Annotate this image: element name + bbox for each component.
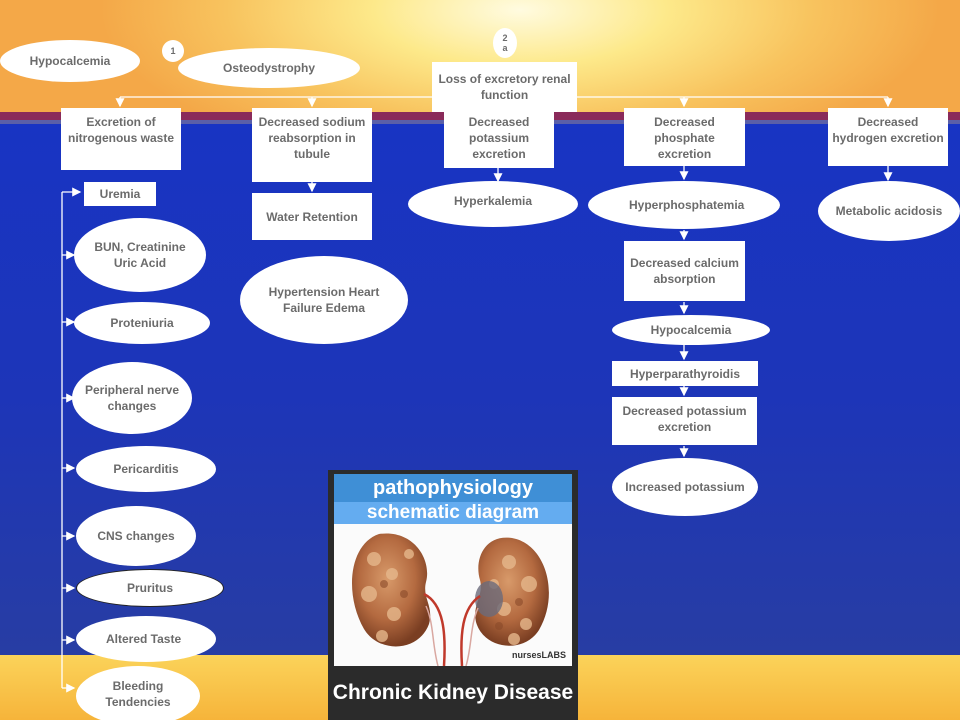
hyperphosphatemia-label: Hyperphosphatemia xyxy=(629,198,745,212)
column-hydrogen-excretion-label: Decreased hydrogen excretion xyxy=(832,115,944,145)
header-hypocalcemia: Hypocalcemia xyxy=(0,40,140,82)
uremia-item-pruritus-label: Pruritus xyxy=(126,581,173,595)
column-sodium-reabsorption-label: Decreased sodium reabsorption in tubule xyxy=(258,115,366,161)
step-badge-two-sub: a xyxy=(502,43,508,53)
hyperphosphatemia-oval: Hyperphosphatemia xyxy=(588,181,780,229)
ckd-poster: pathophysiology schematic diagram xyxy=(328,470,578,720)
hypertension-oval: Hypertension Heart Failure Edema xyxy=(240,256,408,344)
column-nitrogenous-waste-label: Excretion of nitrogenous waste xyxy=(67,115,174,145)
uremia-item-pericarditis-label: Pericarditis xyxy=(113,462,179,476)
column-sodium-reabsorption: Decreased sodium reabsorption in tubule xyxy=(252,108,372,182)
uremia-item-altered-taste: Altered Taste xyxy=(76,616,216,662)
hypertension-label: Hypertension Heart Failure Edema xyxy=(268,285,380,315)
column-hydrogen-excretion: Decreased hydrogen excretion xyxy=(828,108,948,166)
uremia-item-cns-label: CNS changes xyxy=(97,529,175,543)
poster-title-line-1: pathophysiology xyxy=(334,474,572,502)
hypocalcemia-oval: Hypocalcemia xyxy=(612,315,770,345)
uremia-item-proteinuria: Proteniuria xyxy=(74,302,210,344)
step-badge-one: 1 xyxy=(162,40,184,62)
header-osteodystrophy-label: Osteodystrophy xyxy=(222,61,315,75)
metabolic-acidosis-oval: Metabolic acidosis xyxy=(818,181,960,241)
increased-potassium-oval: Increased potassium xyxy=(612,458,758,516)
poster-brand: nursesLABS xyxy=(511,650,566,660)
step-badge-two: 2 a xyxy=(493,28,517,58)
metabolic-acidosis-label: Metabolic acidosis xyxy=(835,204,943,218)
step-badge-one-label: 1 xyxy=(170,46,176,56)
uremia-item-bun: BUN, Creatinine Uric Acid xyxy=(74,218,206,292)
uremia-item-cns: CNS changes xyxy=(76,506,196,566)
uremia-item-bun-label: BUN, Creatinine Uric Acid xyxy=(94,240,186,270)
column-phosphate-excretion: Decreased phosphate excretion xyxy=(624,108,745,166)
header-osteodystrophy: Osteodystrophy xyxy=(178,48,360,88)
uremia-item-altered-taste-label: Altered Taste xyxy=(106,632,182,646)
uremia-label: Uremia xyxy=(99,187,141,201)
hyperparathyroidis-box: Hyperparathyroidis xyxy=(612,361,758,386)
decreased-potassium-label: Decreased potassium excretion xyxy=(622,404,747,434)
uremia-box: Uremia xyxy=(84,182,156,206)
column-nitrogenous-waste: Excretion of nitrogenous waste xyxy=(61,108,181,170)
kidney-illustration xyxy=(352,533,549,666)
water-retention-box: Water Retention xyxy=(252,193,372,240)
loss-excretory-function: Loss of excretory renal function xyxy=(432,62,577,112)
hyperkalemia-label: Hyperkalemia xyxy=(453,194,533,208)
poster-title-line-2: schematic diagram xyxy=(334,502,572,524)
uremia-item-pericarditis: Pericarditis xyxy=(76,446,216,492)
decreased-potassium-box: Decreased potassium excretion xyxy=(612,397,757,445)
uremia-item-bleeding-label: Bleeding Tendencies xyxy=(105,679,171,709)
water-retention-label: Water Retention xyxy=(266,209,358,224)
loss-excretory-function-label: Loss of excretory renal function xyxy=(438,72,571,102)
header-hypocalcemia-label: Hypocalcemia xyxy=(29,54,111,68)
column-potassium-excretion-label: Decreased potassium excretion xyxy=(468,115,530,161)
column-potassium-excretion: Decreased potassium excretion xyxy=(444,108,554,168)
step-badge-two-label: 2 xyxy=(502,33,508,43)
uremia-item-bleeding: Bleeding Tendencies xyxy=(76,666,200,726)
poster-caption: Chronic Kidney Disease xyxy=(332,681,574,704)
hypocalcemia-label: Hypocalcemia xyxy=(650,323,732,337)
uremia-item-peripheral-nerve: Peripheral nerve changes xyxy=(72,362,192,434)
hyperkalemia-oval: Hyperkalemia xyxy=(408,181,578,227)
kidney-image: nursesLABS xyxy=(334,524,572,666)
uremia-item-proteinuria-label: Proteniuria xyxy=(110,316,174,330)
uremia-item-peripheral-nerve-label: Peripheral nerve changes xyxy=(84,383,180,413)
decreased-calcium-label: Decreased calcium absorption xyxy=(630,256,739,286)
increased-potassium-label: Increased potassium xyxy=(625,480,745,494)
hyperparathyroidis-label: Hyperparathyroidis xyxy=(629,366,741,381)
column-phosphate-excretion-label: Decreased phosphate excretion xyxy=(654,115,715,161)
uremia-item-pruritus: Pruritus xyxy=(76,569,224,607)
decreased-calcium-box: Decreased calcium absorption xyxy=(624,241,745,301)
